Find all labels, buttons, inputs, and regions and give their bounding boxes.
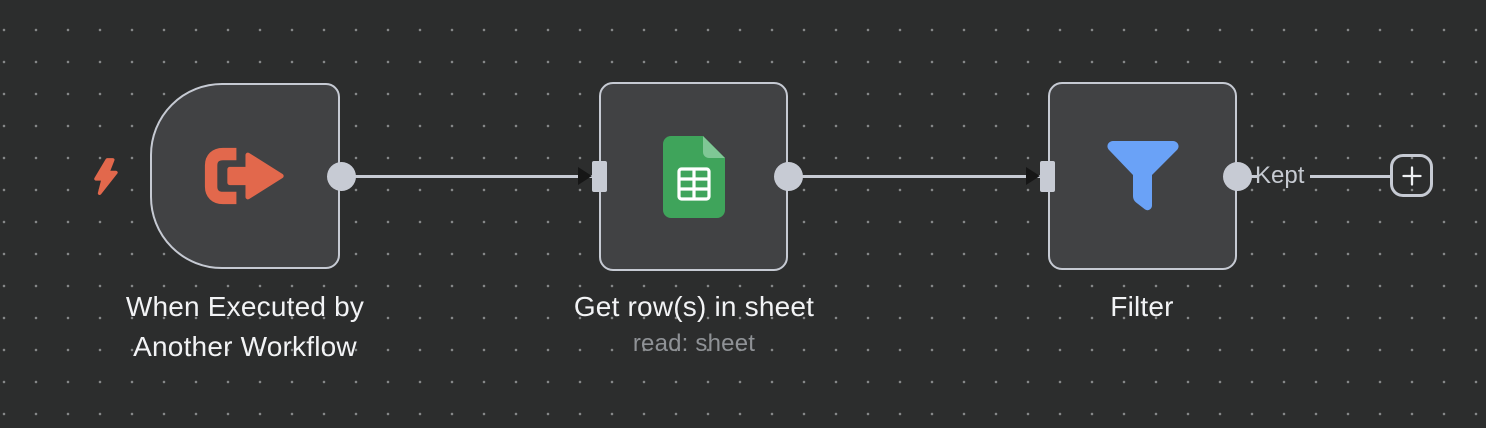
node-get-rows-in-sheet[interactable] [599,82,788,271]
execute-workflow-icon [204,147,284,205]
output-port-filter-kept[interactable] [1223,162,1252,191]
node-label-sheets: Get row(s) in sheet read: sheet [544,287,844,357]
node-label-trigger: When Executed by Another Workflow [125,291,365,362]
node-filter[interactable] [1048,82,1237,270]
connection-trigger-to-sheets[interactable] [341,175,592,178]
output-port-trigger[interactable] [327,162,356,191]
add-node-button[interactable] [1390,154,1433,197]
google-sheets-icon [662,135,725,218]
node-label-filter: Filter [1110,291,1174,322]
node-label-sheets-title: Get row(s) in sheet [573,291,815,322]
connection-arrowhead-icon [1026,167,1040,185]
connection-filter-kept-segment-b[interactable] [1310,175,1392,178]
connection-arrowhead-icon [578,167,592,185]
lightning-bolt-icon [94,158,118,195]
filter-kept-output-label: Kept [1255,162,1305,189]
output-port-sheets[interactable] [774,162,803,191]
input-port-filter[interactable] [1040,161,1055,192]
connection-sheets-to-filter[interactable] [788,175,1041,178]
plus-icon [1401,165,1422,186]
node-sublabel-sheets: read: sheet [632,330,756,357]
input-port-sheets[interactable] [592,161,607,192]
filter-funnel-icon [1106,141,1179,211]
node-when-executed-by-another-workflow[interactable] [150,83,340,269]
